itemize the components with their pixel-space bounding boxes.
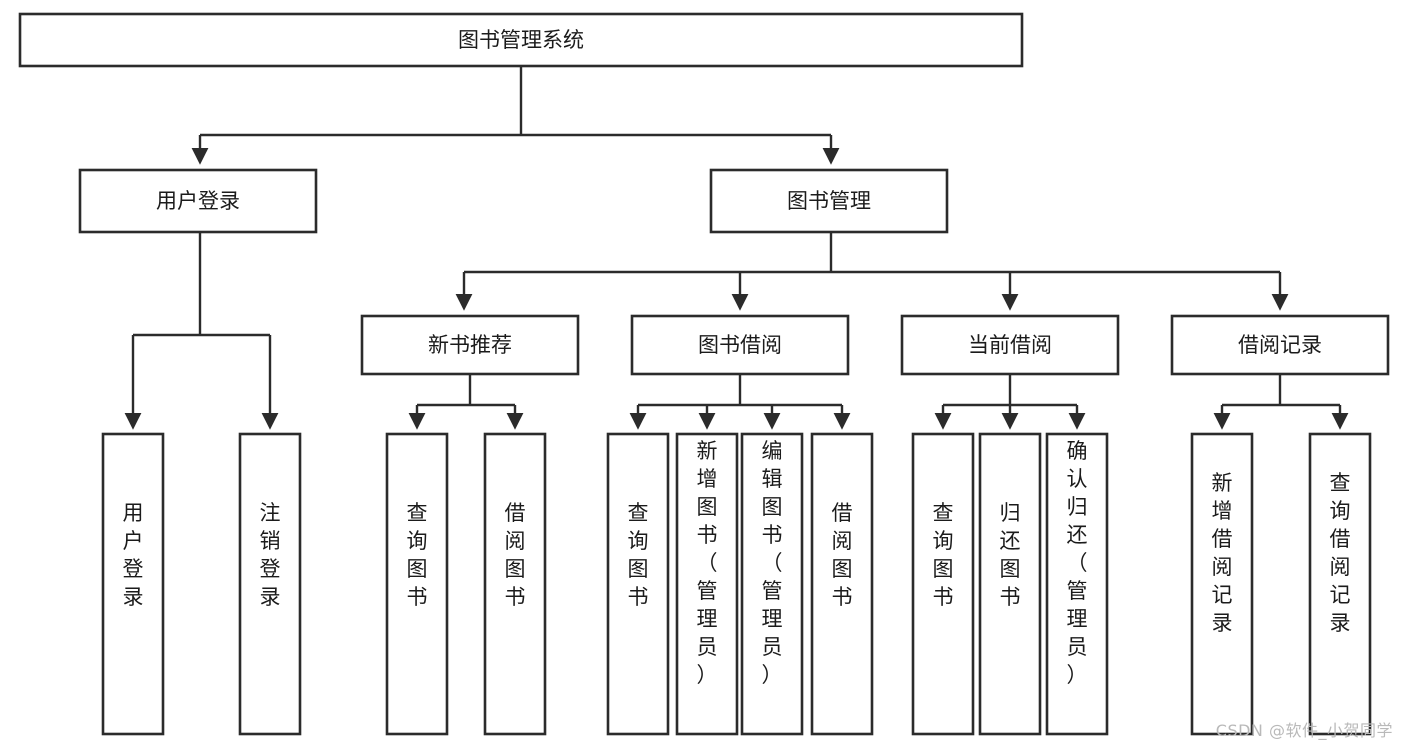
node-book-borrow-label: 图书借阅 — [698, 333, 782, 357]
node-new-book-recommend-label: 新书推荐 — [428, 333, 512, 357]
leaf-user-login-box[interactable] — [101, 432, 165, 736]
leaf-currentborrow-return-label: 归还图书 — [1000, 501, 1021, 609]
leaf-node[interactable]: 用户登录 — [101, 432, 165, 736]
node-borrow-record-label: 借阅记录 — [1238, 333, 1322, 357]
leaf-newbook-query-label: 查询图书 — [407, 501, 428, 609]
node-new-book-recommend-box[interactable] — [360, 314, 580, 376]
leaf-newbook-query-box[interactable] — [385, 432, 449, 736]
leaf-node[interactable]: 查询图书 — [606, 432, 670, 736]
leaf-logout-label: 注销登录 — [260, 501, 281, 609]
leaf-currentborrow-query-label: 查询图书 — [933, 501, 954, 609]
node-user-login-label: 用户登录 — [156, 189, 240, 213]
leaf-bookborrow-edit-label: 编辑图书（管理员） — [762, 439, 783, 687]
leaf-user-login-label: 用户登录 — [123, 501, 144, 609]
node-book-management[interactable]: 图书管理 — [709, 168, 949, 234]
leaf-borrowrecord-query-box[interactable] — [1308, 432, 1372, 736]
leaf-node[interactable]: 查询借阅记录 — [1308, 432, 1372, 736]
leaf-node[interactable]: 查询图书 — [911, 432, 975, 736]
leaf-node[interactable]: 归还图书 — [978, 432, 1042, 736]
leaf-node[interactable]: 借阅图书 — [483, 432, 547, 736]
leaf-bookborrow-add-label: 新增图书（管理员） — [697, 439, 718, 687]
leaf-node[interactable]: 新增借阅记录 — [1190, 432, 1254, 736]
leaf-borrowrecord-add-label: 新增借阅记录 — [1212, 471, 1233, 635]
leaf-node[interactable]: 借阅图书 — [810, 432, 874, 736]
node-borrow-record-box[interactable] — [1170, 314, 1390, 376]
leaf-node[interactable]: 确认归还（管理员） — [1045, 432, 1109, 736]
leaf-currentborrow-confirm-label: 确认归还（管理员） — [1067, 439, 1088, 687]
node-current-borrow-box[interactable] — [900, 314, 1120, 376]
node-book-borrow[interactable]: 图书借阅 — [630, 314, 850, 376]
leaf-currentborrow-query-box[interactable] — [911, 432, 975, 736]
node-root[interactable]: 图书管理系统 — [18, 12, 1024, 68]
leaf-borrowrecord-add-box[interactable] — [1190, 432, 1254, 736]
leaf-bookborrow-add-box[interactable] — [675, 432, 739, 736]
leaf-bookborrow-edit-box[interactable] — [740, 432, 804, 736]
leaf-node[interactable]: 注销登录 — [238, 432, 302, 736]
leaf-currentborrow-confirm-box[interactable] — [1045, 432, 1109, 736]
node-user-login-box[interactable] — [78, 168, 318, 234]
node-user-login[interactable]: 用户登录 — [78, 168, 318, 234]
node-root-box[interactable] — [18, 12, 1024, 68]
node-book-borrow-box[interactable] — [630, 314, 850, 376]
leaf-borrowrecord-query-label: 查询借阅记录 — [1330, 471, 1351, 635]
leaf-bookborrow-borrow-label: 借阅图书 — [832, 501, 853, 609]
leaf-currentborrow-return-box[interactable] — [978, 432, 1042, 736]
node-new-book-recommend[interactable]: 新书推荐 — [360, 314, 580, 376]
node-book-management-box[interactable] — [709, 168, 949, 234]
leaf-node[interactable]: 编辑图书（管理员） — [740, 432, 804, 736]
leaf-logout-box[interactable] — [238, 432, 302, 736]
leaf-bookborrow-query-box[interactable] — [606, 432, 670, 736]
node-root-label: 图书管理系统 — [458, 28, 584, 52]
node-current-borrow-label: 当前借阅 — [968, 333, 1052, 357]
connector-layer — [124, 66, 1349, 430]
leaf-node[interactable]: 查询图书 — [385, 432, 449, 736]
leaf-newbook-borrow-label: 借阅图书 — [505, 501, 526, 609]
node-borrow-record[interactable]: 借阅记录 — [1170, 314, 1390, 376]
leaf-bookborrow-borrow-box[interactable] — [810, 432, 874, 736]
node-current-borrow[interactable]: 当前借阅 — [900, 314, 1120, 376]
leaf-bookborrow-query-label: 查询图书 — [628, 501, 649, 609]
node-book-management-label: 图书管理 — [787, 189, 871, 213]
leaf-node[interactable]: 新增图书（管理员） — [675, 432, 739, 736]
leaf-newbook-borrow-box[interactable] — [483, 432, 547, 736]
